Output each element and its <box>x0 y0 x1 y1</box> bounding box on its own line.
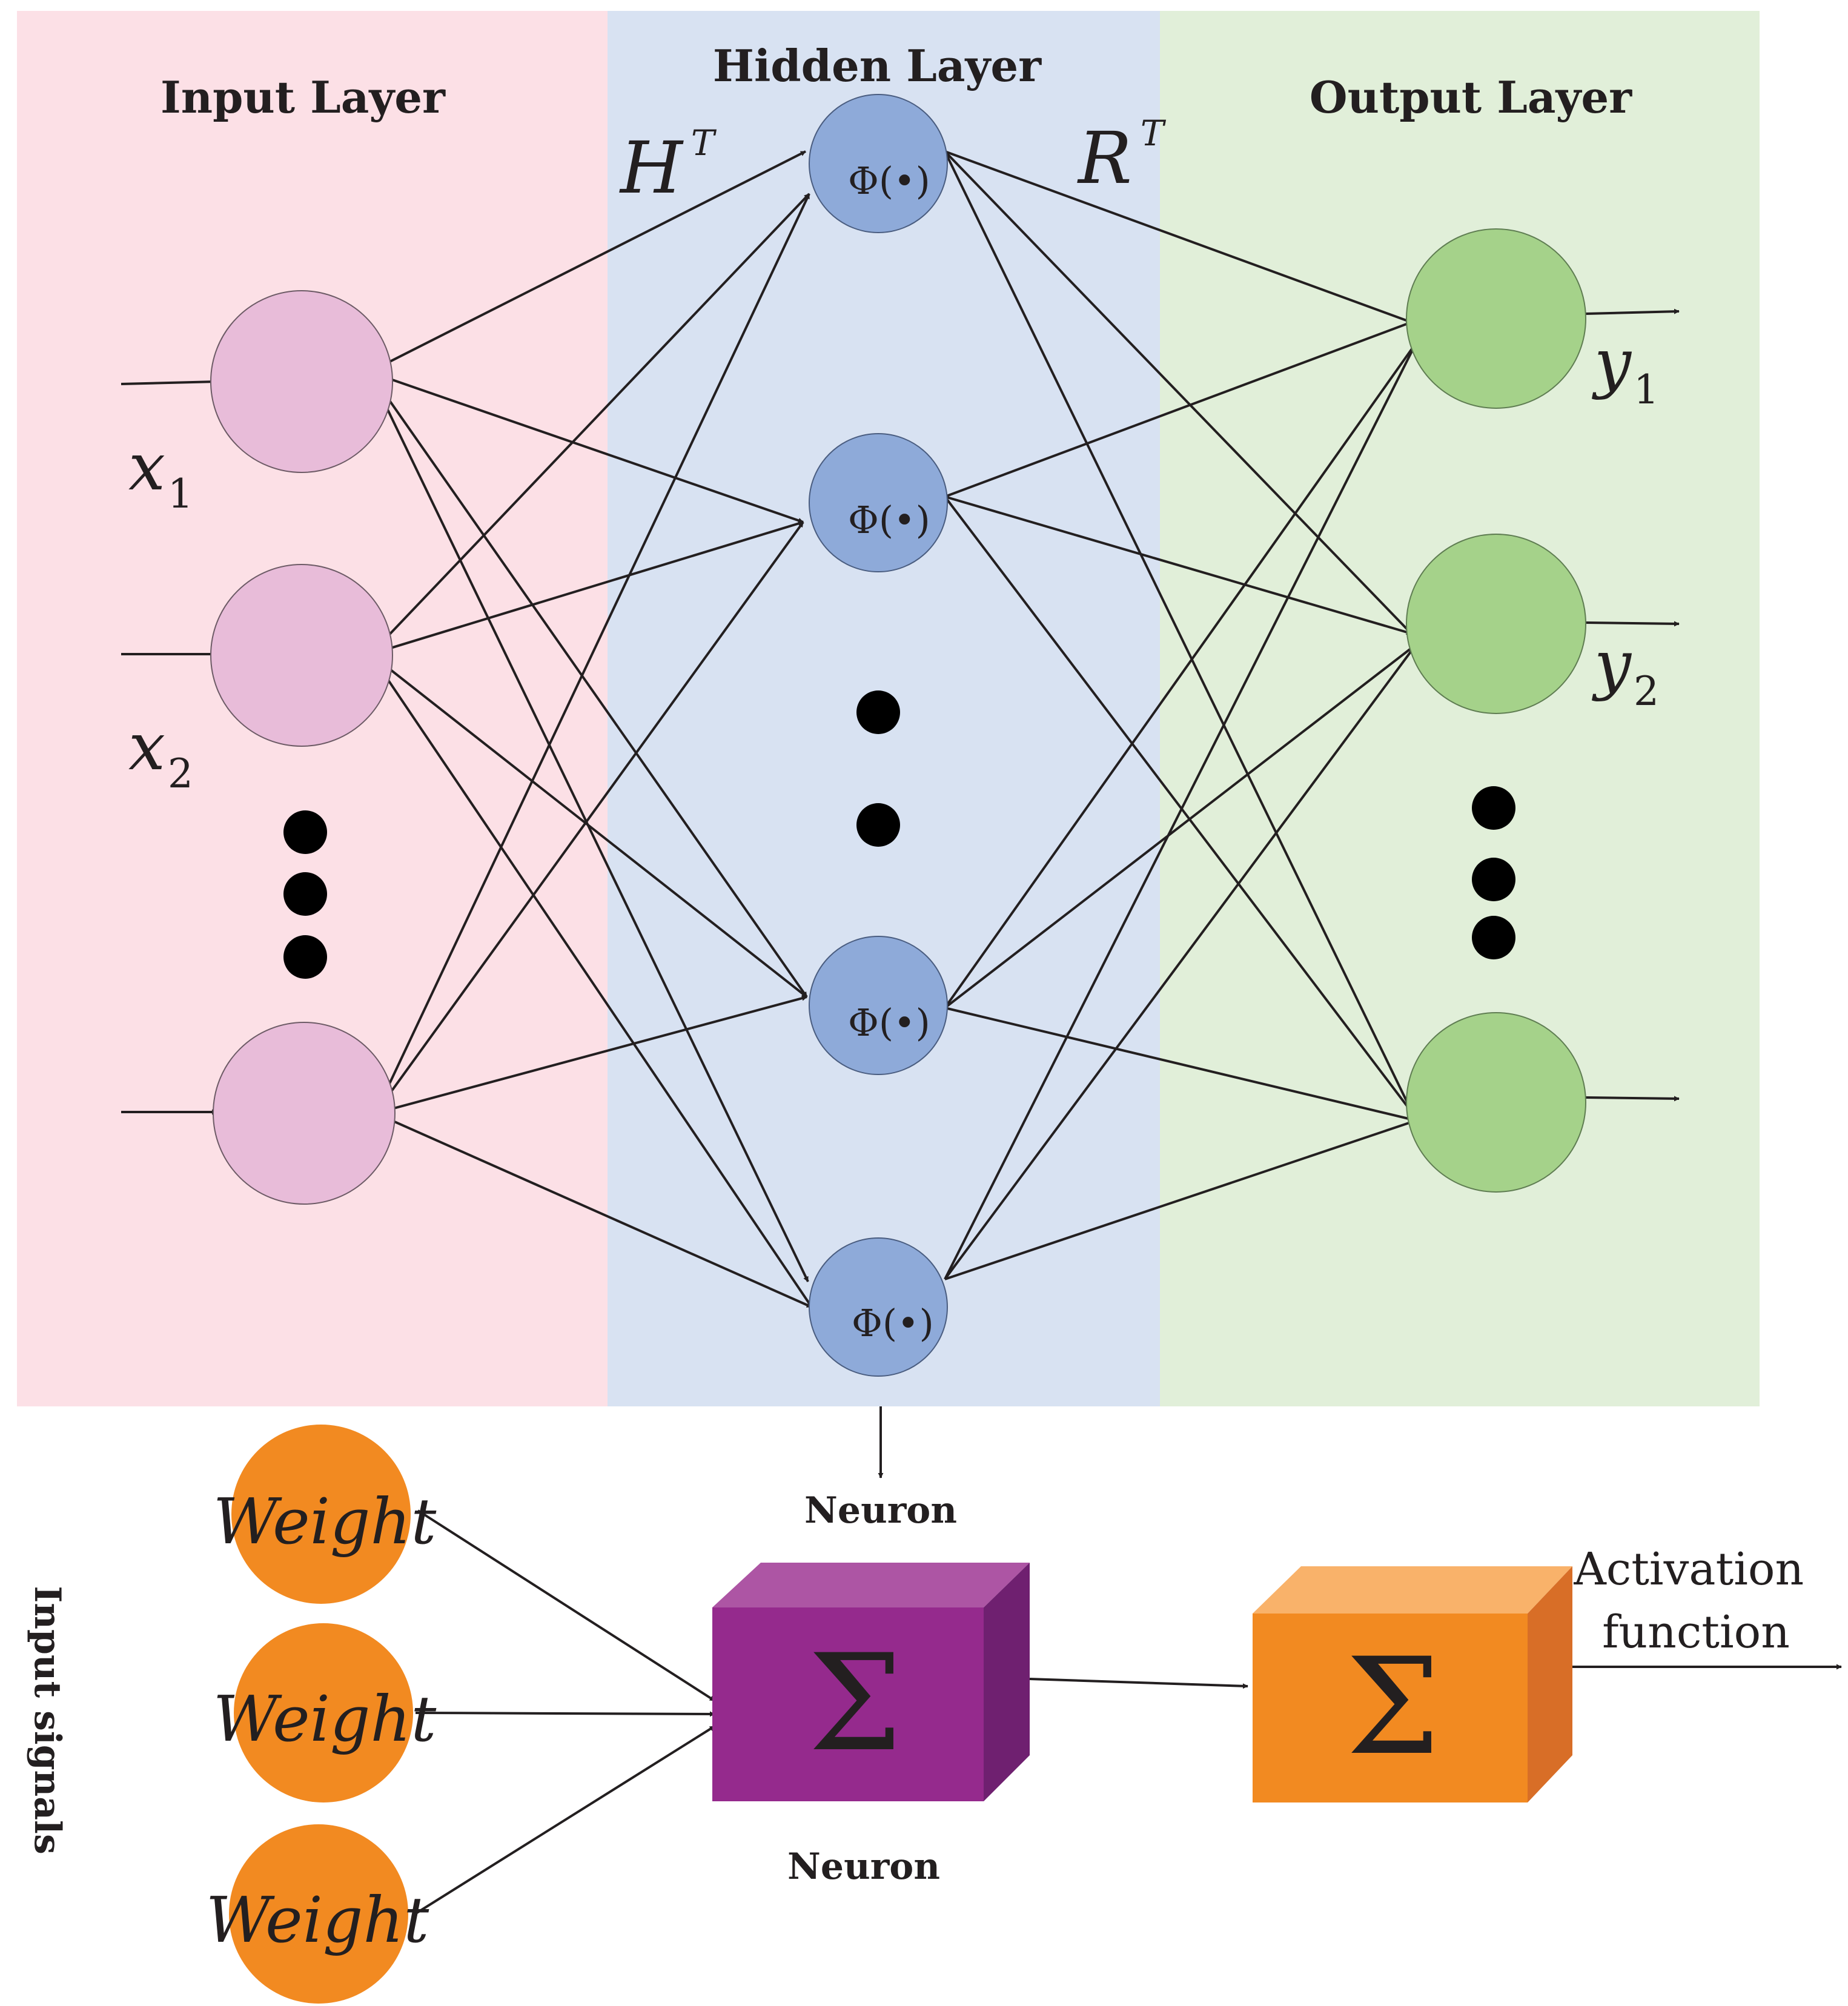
input-label-x1: x1 <box>128 429 193 517</box>
edge-hidden-1-output-3 <box>944 151 1414 1114</box>
activation-symbol-4: Φ(•) <box>852 1301 934 1345</box>
weight-node-2 <box>234 1623 413 1802</box>
input-node-2 <box>210 564 393 747</box>
output-layer-panel <box>1160 11 1760 1406</box>
output-arrow-3 <box>1585 1096 1680 1102</box>
edge-hidden-2-output-2 <box>944 495 1412 635</box>
edge-input-1-hidden-2 <box>369 371 804 523</box>
edge-input-2-hidden-3 <box>369 653 808 998</box>
edge-input-3-hidden-1 <box>374 193 810 1114</box>
edge-hidden-4-output-1 <box>944 342 1417 1280</box>
output-node-1 <box>1406 228 1586 409</box>
input-label-x2: x2 <box>128 709 193 797</box>
neuron-caption-bottom: Neuron <box>787 1845 940 1888</box>
connection-lines <box>368 150 1417 1308</box>
edge-input-1-hidden-3 <box>368 371 808 998</box>
edge-hidden-2-output-1 <box>944 321 1412 498</box>
weight-arrow-3 <box>412 1725 716 1916</box>
activation-function-label: Activation function <box>1573 1543 1818 1658</box>
neuron-caption-top: Neuron <box>804 1489 957 1532</box>
output-node-3 <box>1406 1012 1586 1193</box>
edge-hidden-3-output-1 <box>944 342 1417 1009</box>
activation-symbol-3: Φ(•) <box>848 1001 930 1045</box>
edge-input-3-hidden-4 <box>375 1112 812 1308</box>
output-nodes <box>1406 228 1586 1193</box>
activation-symbol-1: Φ(•) <box>848 159 930 203</box>
sum-to-activation-arrow <box>1029 1678 1248 1689</box>
weight-label-2: Weight <box>213 1682 437 1756</box>
weight-arrow-2 <box>415 1711 715 1717</box>
edge-input-1-hidden-1 <box>369 150 806 373</box>
edge-input-3-hidden-2 <box>374 521 804 1114</box>
weight-label-1: Weight <box>213 1485 437 1558</box>
hidden-node-2 <box>809 433 948 572</box>
activation-box <box>1253 1566 1572 1802</box>
output-label-y1: y1 <box>1591 325 1659 413</box>
edge-hidden-1-output-2 <box>944 150 1412 635</box>
edge-hidden-3-output-3 <box>944 1007 1417 1122</box>
input-arrow-1 <box>121 379 217 385</box>
output-ellipsis <box>1472 786 1515 959</box>
hidden-layer-title: Hidden Layer <box>713 40 1042 91</box>
weight-node-1 <box>231 1425 411 1604</box>
edge-hidden-4-output-2 <box>944 643 1417 1280</box>
input-signals-label: Input signals <box>26 1586 68 1854</box>
input-node-3 <box>213 1022 396 1205</box>
summation-symbol-1: Σ <box>808 1626 902 1781</box>
summation-box <box>712 1563 1030 1801</box>
edge-hidden-1-output-1 <box>944 150 1412 323</box>
summation-symbol-2: Σ <box>1346 1629 1440 1784</box>
output-node-2 <box>1406 534 1586 714</box>
hidden-nodes <box>809 94 948 1377</box>
weight-node-3 <box>229 1824 408 2004</box>
output-arrow-1 <box>1585 308 1680 315</box>
weight-label-3: Weight <box>206 1883 429 1957</box>
activation-symbol-2: Φ(•) <box>848 498 930 542</box>
edge-input-2-hidden-4 <box>369 653 813 1308</box>
input-nodes <box>210 290 396 1205</box>
hidden-node-3 <box>809 936 948 1075</box>
hidden-ellipsis <box>856 690 900 847</box>
hidden-node-4 <box>809 1237 948 1377</box>
weight-arrow-1 <box>417 1509 716 1702</box>
output-arrow-2 <box>1585 621 1680 627</box>
edge-input-2-hidden-2 <box>370 521 804 655</box>
edge-input-2-hidden-1 <box>369 193 810 655</box>
input-node-1 <box>210 290 393 473</box>
hidden-node-1 <box>809 94 948 233</box>
input-layer-title: Input Layer <box>161 71 446 123</box>
edge-input-3-hidden-3 <box>375 995 807 1114</box>
edge-hidden-2-output-3 <box>944 495 1414 1114</box>
input-ellipsis <box>283 810 327 979</box>
edge-hidden-4-output-3 <box>944 1119 1417 1280</box>
edge-hidden-3-output-2 <box>944 643 1417 1009</box>
output-layer-title: Output Layer <box>1310 71 1632 123</box>
output-label-y2: y2 <box>1591 627 1659 715</box>
